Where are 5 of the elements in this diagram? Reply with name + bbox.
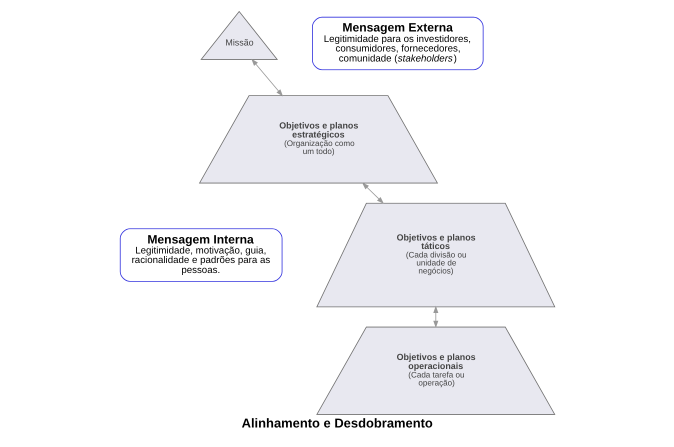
arrow bbox=[250, 58, 283, 96]
node-box: Mensagem Interna Legitimidade, motivação, guia, racionalidade e padrões para as pessoas. bbox=[119, 228, 282, 282]
arrow bbox=[361, 182, 384, 204]
node-box: Mensagem Externa Legitimidade para os investidores, consumidores, fornecedores, comunidade (stakeholders) bbox=[312, 16, 484, 70]
caption: Alinhamento e Desdobramento bbox=[241, 415, 432, 430]
